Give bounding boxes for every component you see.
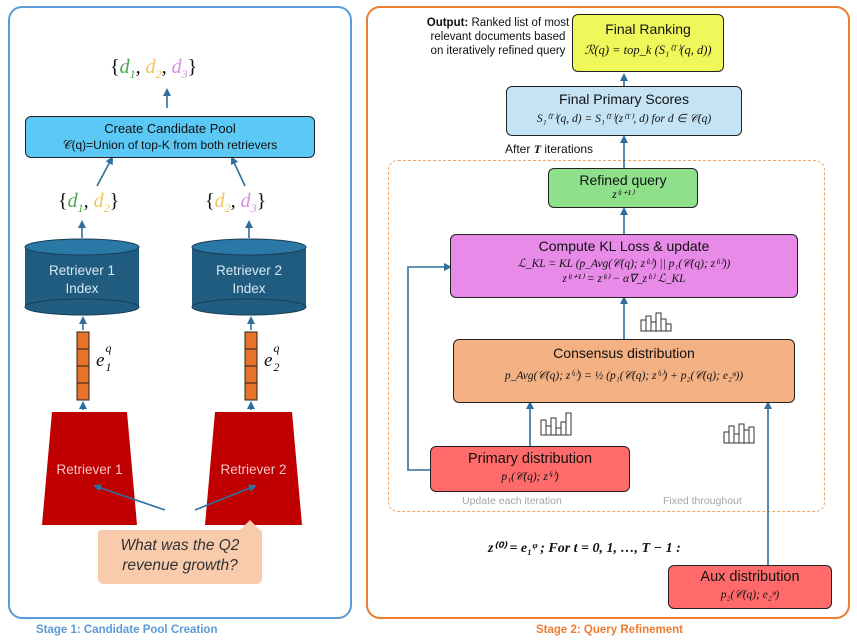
output-note: Output: Ranked list of most relevant doc… (426, 17, 570, 57)
retriever1-shape (42, 412, 137, 525)
index1-cylinder (24, 238, 140, 316)
stage2-panel (366, 6, 850, 619)
after-iterations-label: After T iterations (505, 142, 594, 156)
histogram-icon (723, 423, 755, 444)
refined-query-box: Refined query z⁽ᵗ⁺¹⁾ (548, 168, 698, 208)
arrow-left-set-to-pool (96, 156, 113, 187)
arrow-query-to-ret1 (93, 484, 166, 511)
histogram-icon (640, 312, 672, 332)
final-ranking-box: Final Ranking ℛ(q) = top_k (S₁⁽ᵀ⁾(q, d)) (572, 14, 724, 72)
iteration-loop-frame (388, 160, 825, 512)
stage1-panel (8, 6, 352, 619)
final-candidate-set: {d1, d2, d3} (110, 56, 198, 81)
pool-title: Create Candidate Pool (104, 121, 236, 136)
histogram-icon (540, 412, 572, 436)
arrow-right-set-to-pool (230, 156, 246, 187)
stage1-caption: Stage 1: Candidate Pool Creation (36, 624, 218, 636)
fixed-throughout-note: Fixed throughout (663, 495, 742, 507)
index2-cylinder (191, 238, 307, 316)
stage2-caption: Stage 2: Query Refinement (536, 624, 683, 636)
aux-distribution-box: Aux distribution p₂(𝒞(q); e₂ᵠ) (668, 565, 832, 609)
pool-subtitle: 𝒞(q)=Union of top-K from both retrievers (62, 138, 278, 152)
embedding1-vector (76, 331, 90, 401)
embedding2-vector (244, 331, 258, 401)
arrow-query-to-ret2 (194, 484, 257, 511)
retriever1-label: Retriever 1 (56, 462, 123, 477)
left-retrieved-set: {d1, d2} (58, 190, 120, 215)
initialization-line: z⁽⁰⁾ = e₁ᵠ ; For t = 0, 1, …, T − 1 : (488, 541, 681, 556)
right-retrieved-set: {d2, d3} (205, 190, 267, 215)
final-primary-scores-box: Final Primary Scores S₁⁽ᵀ⁾(q, d) = S₁⁽ᵀ⁾… (506, 86, 742, 136)
update-each-iteration-note: Update each iteration (462, 495, 562, 507)
retriever2-label: Retriever 2 (220, 462, 287, 477)
arrow-primary-loop-to-kl (407, 263, 452, 471)
primary-distribution-box: Primary distribution p₁(𝒞(q); z⁽ᵗ⁾) (430, 446, 630, 492)
consensus-distribution-box: Consensus distribution p_Avg(𝒞(q); z⁽ᵗ⁾)… (453, 339, 795, 403)
create-candidate-pool-box: Create Candidate Pool 𝒞(q)=Union of top-… (25, 116, 315, 158)
kl-loss-box: Compute KL Loss & update ℒ_KL = KL (p_Av… (450, 234, 798, 298)
query-shape (98, 520, 262, 584)
